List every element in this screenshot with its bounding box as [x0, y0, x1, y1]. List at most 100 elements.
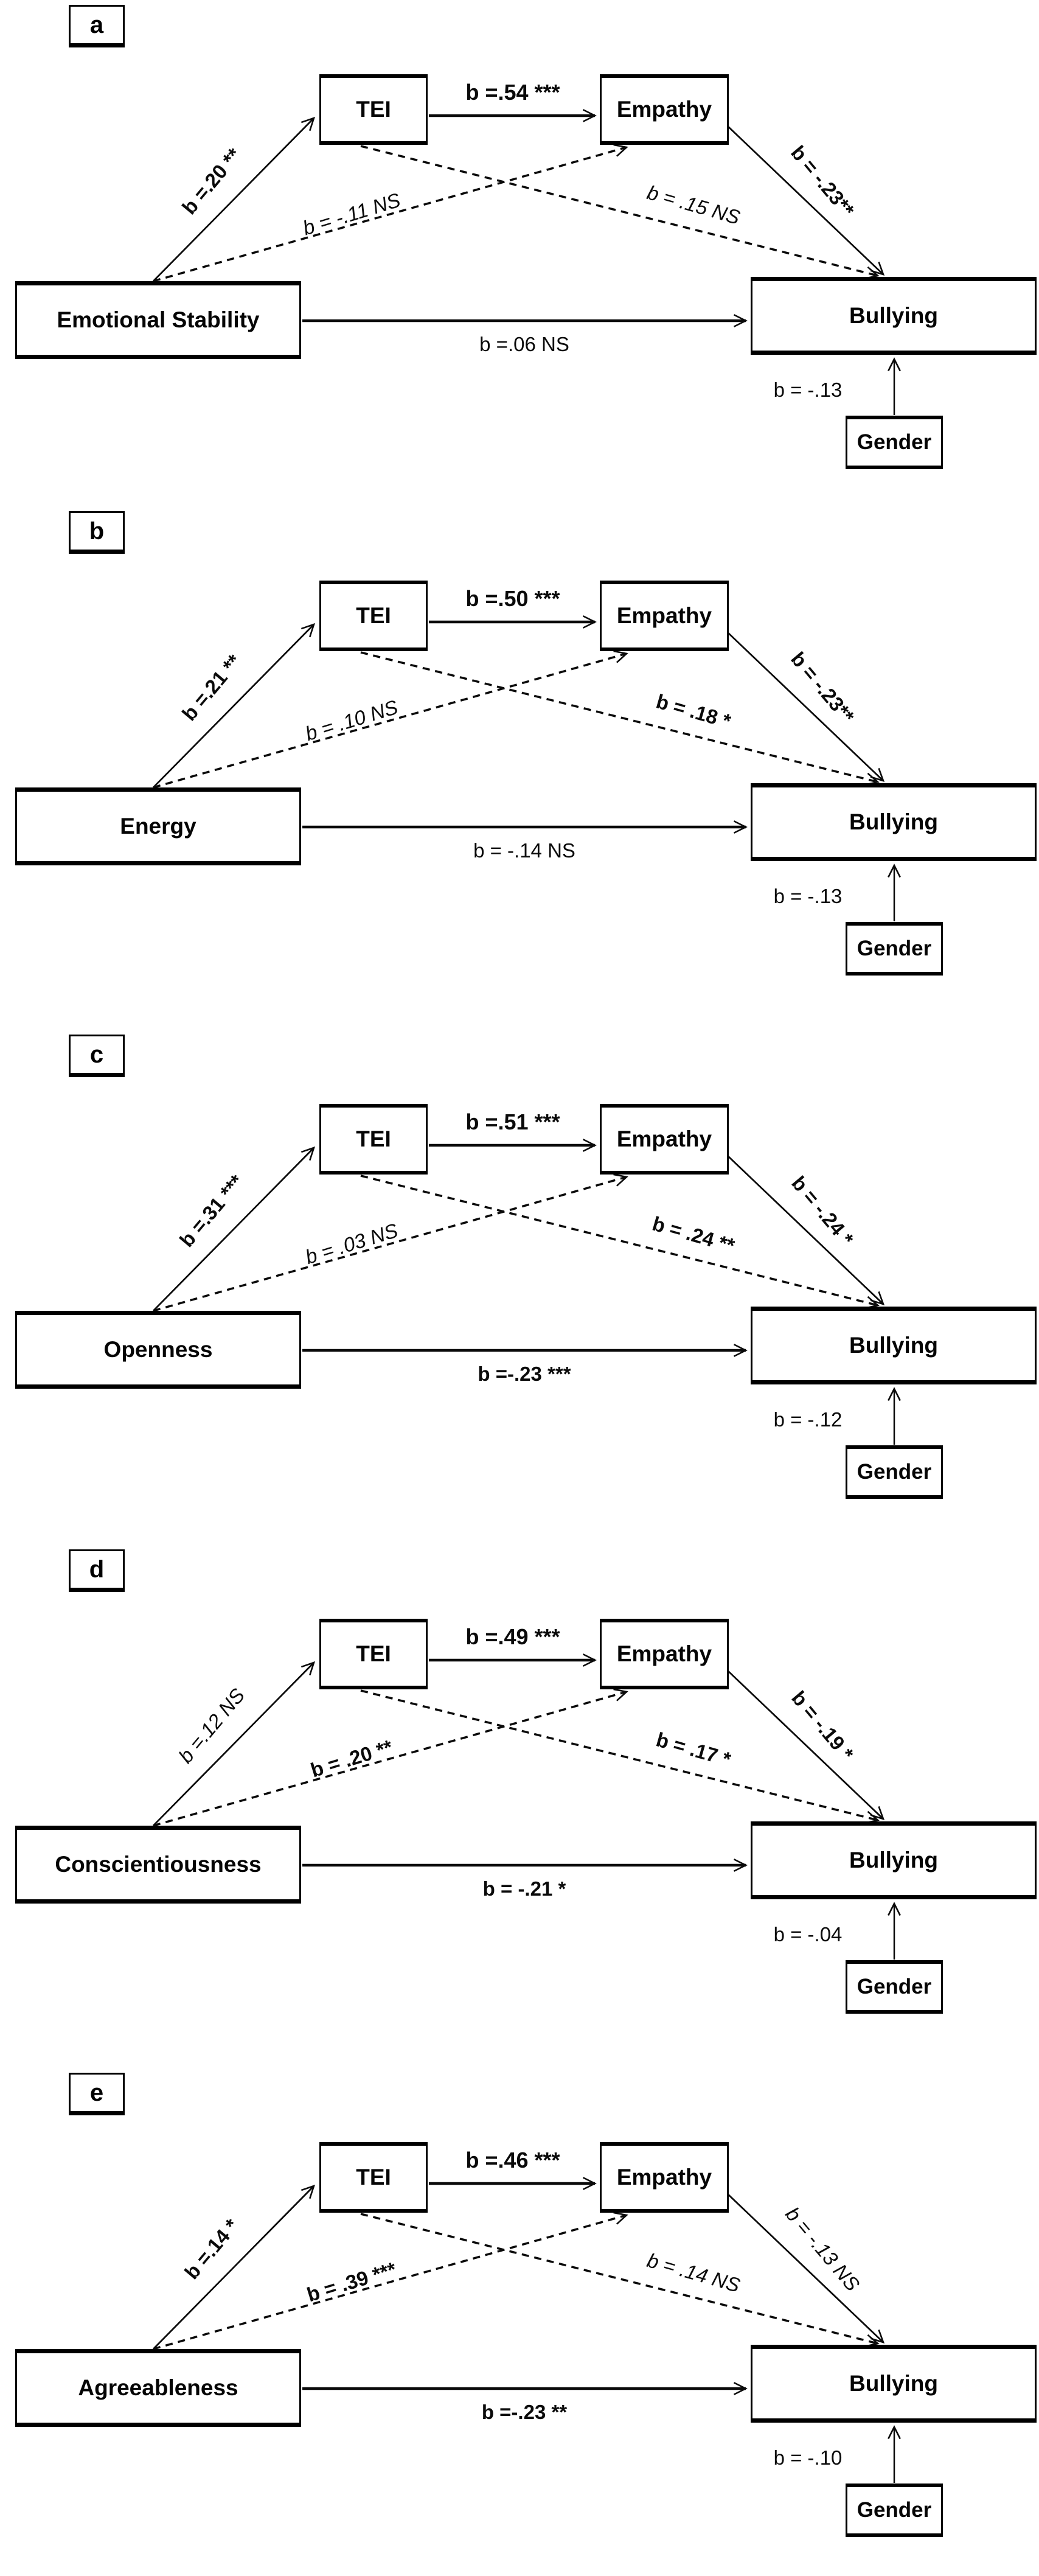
- tei-box-label: TEI: [356, 2165, 391, 2190]
- panel-label: c: [89, 1041, 104, 1068]
- predictor-box-label: Agreeableness: [78, 2375, 238, 2400]
- gender-box-label: Gender: [857, 2498, 932, 2522]
- coef-predictor-to-bullying: b =.06 NS: [479, 333, 569, 355]
- coef-gender-to-bullying: b = -.13: [773, 379, 843, 401]
- panel-label-box: c: [69, 1035, 125, 1077]
- empathy-box: Empathy: [600, 74, 729, 145]
- arrow-predictor-to-tei: [153, 116, 316, 282]
- bullying-box-label: Bullying: [849, 809, 938, 834]
- coef-gender-to-bullying: b = -.12: [773, 1408, 843, 1431]
- gender-box-label: Gender: [857, 430, 932, 454]
- empathy-box: Empathy: [600, 1104, 729, 1175]
- tei-box: TEI: [319, 74, 428, 145]
- arrow-empathy-to-bullying: [728, 1156, 885, 1306]
- predictor-box: Agreeableness: [15, 2349, 301, 2427]
- empathy-box: Empathy: [600, 2142, 729, 2213]
- predictor-box-label: Openness: [103, 1337, 213, 1362]
- tei-box-label: TEI: [356, 1126, 391, 1151]
- gender-box: Gender: [846, 416, 943, 469]
- arrow-predictor-to-tei: [153, 1661, 316, 1826]
- gender-box: Gender: [846, 2484, 943, 2537]
- path-arrows: [153, 1139, 901, 1445]
- coef-tei-to-empathy: b =.51 ***: [465, 1109, 560, 1134]
- panel-label-box: b: [69, 511, 125, 554]
- mediation-panel: a TEI Empathy Emotional Stability Bullyi…: [0, 0, 1039, 508]
- coef-gender-to-bullying: b = -.13: [773, 885, 843, 907]
- arrow-predictor-to-empathy: [153, 144, 628, 282]
- panel-label-box: a: [69, 5, 125, 47]
- empathy-box-label: Empathy: [616, 2165, 712, 2190]
- arrow-predictor-to-empathy: [153, 650, 628, 789]
- bullying-box: Bullying: [751, 1307, 1037, 1384]
- empathy-box-label: Empathy: [616, 97, 712, 122]
- bullying-box-label: Bullying: [849, 1848, 938, 1873]
- arrow-predictor-to-tei: [153, 2184, 316, 2350]
- tei-box: TEI: [319, 581, 428, 651]
- coef-tei-to-empathy: b =.50 ***: [465, 586, 560, 611]
- bullying-box-label: Bullying: [849, 2371, 938, 2396]
- arrow-empathy-to-bullying: [728, 1670, 885, 1821]
- predictor-box-label: Emotional Stability: [57, 307, 260, 332]
- predictor-box-label: Energy: [120, 814, 196, 839]
- empathy-box: Empathy: [600, 581, 729, 651]
- empathy-box-label: Empathy: [616, 1126, 712, 1151]
- tei-box: TEI: [319, 1104, 428, 1175]
- coef-predictor-to-bullying: b =-.23 ***: [478, 1363, 571, 1385]
- bullying-box: Bullying: [751, 277, 1037, 355]
- bullying-box: Bullying: [751, 783, 1037, 861]
- path-arrows: [153, 109, 901, 415]
- bullying-box-label: Bullying: [849, 1333, 938, 1358]
- path-arrows: [153, 615, 901, 921]
- tei-box: TEI: [319, 1619, 428, 1689]
- bullying-box-label: Bullying: [849, 303, 938, 328]
- arrow-predictor-to-empathy: [153, 2211, 628, 2350]
- arrow-predictor-to-empathy: [153, 1688, 628, 1827]
- predictor-box: Emotional Stability: [15, 281, 301, 359]
- panel-label: e: [89, 2079, 104, 2106]
- tei-box-label: TEI: [356, 97, 391, 122]
- coef-predictor-to-bullying: b = -.14 NS: [473, 839, 575, 862]
- predictor-box: Openness: [15, 1311, 301, 1389]
- empathy-box-label: Empathy: [616, 1641, 712, 1666]
- mediation-panel: e TEI Empathy Agreeableness Bullying Gen…: [0, 2068, 1039, 2576]
- predictor-box: Energy: [15, 787, 301, 865]
- panel-label-box: d: [69, 1549, 125, 1592]
- coef-predictor-to-bullying: b =-.23 **: [481, 2401, 568, 2423]
- empathy-box-label: Empathy: [616, 603, 712, 628]
- empathy-box: Empathy: [600, 1619, 729, 1689]
- tei-box-label: TEI: [356, 603, 391, 628]
- mediation-panel: b TEI Empathy Energy Bullying Gender b =…: [0, 506, 1039, 1014]
- arrow-predictor-to-tei: [153, 1146, 316, 1311]
- path-arrows: [153, 1653, 901, 1960]
- tei-box: TEI: [319, 2142, 428, 2213]
- panel-label: a: [89, 11, 104, 38]
- gender-box-label: Gender: [857, 1975, 932, 1998]
- gender-box-label: Gender: [857, 937, 932, 960]
- coef-predictor-to-bullying: b = -.21 *: [482, 1877, 566, 1900]
- predictor-box: Conscientiousness: [15, 1826, 301, 1904]
- arrow-predictor-to-empathy: [153, 1173, 628, 1312]
- bullying-box: Bullying: [751, 2345, 1037, 2423]
- bullying-box: Bullying: [751, 1821, 1037, 1899]
- panel-label: d: [89, 1555, 105, 1583]
- gender-box-label: Gender: [857, 1460, 932, 1484]
- coef-tei-to-empathy: b =.46 ***: [465, 2148, 560, 2173]
- path-arrows: [153, 2177, 901, 2483]
- gender-box: Gender: [846, 1960, 943, 2014]
- mediation-panel: d TEI Empathy Conscientiousness Bullying…: [0, 1545, 1039, 2053]
- arrow-empathy-to-bullying: [728, 126, 885, 276]
- mediation-panel: c TEI Empathy Openness Bullying Gender b…: [0, 1030, 1039, 1538]
- coef-gender-to-bullying: b = -.10: [773, 2446, 843, 2469]
- tei-box-label: TEI: [356, 1641, 391, 1666]
- coef-gender-to-bullying: b = -.04: [773, 1923, 843, 1946]
- panel-label-box: e: [69, 2073, 125, 2115]
- arrow-empathy-to-bullying: [728, 2194, 885, 2344]
- gender-box: Gender: [846, 1445, 943, 1499]
- gender-box: Gender: [846, 922, 943, 976]
- arrow-empathy-to-bullying: [728, 632, 885, 783]
- coef-tei-to-empathy: b =.49 ***: [465, 1624, 560, 1649]
- predictor-box-label: Conscientiousness: [55, 1852, 262, 1877]
- panel-label: b: [89, 517, 105, 545]
- coef-tei-to-empathy: b =.54 ***: [465, 80, 560, 105]
